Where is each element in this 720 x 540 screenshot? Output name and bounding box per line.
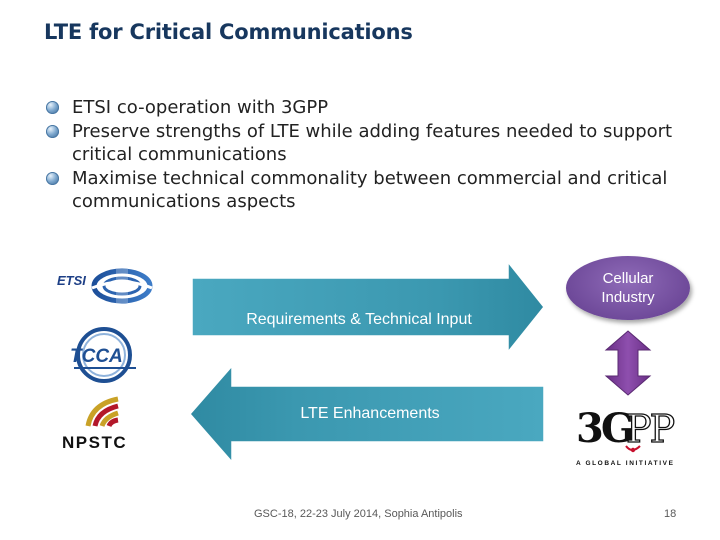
svg-text:PP: PP [626,407,675,451]
enhancements-arrow-label: LTE Enhancements [300,405,440,422]
bullet-sphere-icon [46,171,59,185]
bullet-item: Preserve strengths of LTE while adding f… [46,120,676,167]
bullet-item: ETSI co-operation with 3GPP [46,96,676,120]
svg-text:3G: 3G [576,405,632,452]
tcca-logo: TCCA [70,327,136,383]
slide-title: LTE for Critical Communications [44,20,413,44]
bullet-sphere-icon [46,101,59,114]
bullet-text: ETSI co-operation with 3GPP [72,97,329,118]
cellular-industry-ellipse: Cellular Industry [566,256,690,320]
requirements-arrow-label: Requirements & Technical Input [246,311,472,328]
svg-text:A GLOBAL INITIATIVE: A GLOBAL INITIATIVE [576,460,675,467]
etsi-logo: ETSI [57,268,153,304]
footer-text: GSC-18, 22-23 July 2014, Sophia Antipoli… [254,508,463,520]
svg-text:NPSTC: NPSTC [62,433,127,452]
requirements-arrow [192,262,545,352]
bullet-text: Maximise technical commonality between c… [72,167,668,213]
double-arrow-connector [604,330,652,396]
npstc-logo: NPSTC [62,396,127,452]
3gpp-logo: 3G PP A GLOBAL INITIATIVE [576,405,677,467]
svg-text:ETSI: ETSI [57,273,86,288]
cellular-label-line2: Industry [601,289,655,306]
enhancements-arrow [189,364,545,464]
bullet-sphere-icon [46,124,59,138]
bullet-text: Preserve strengths of LTE while adding f… [72,120,673,166]
bullet-list: ETSI co-operation with 3GPP Preserve str… [46,96,676,214]
bullet-item: Maximise technical commonality between c… [46,167,676,214]
page-number: 18 [664,508,677,520]
svg-text:TCCA: TCCA [70,346,123,367]
cellular-label-line1: Cellular [602,270,654,287]
